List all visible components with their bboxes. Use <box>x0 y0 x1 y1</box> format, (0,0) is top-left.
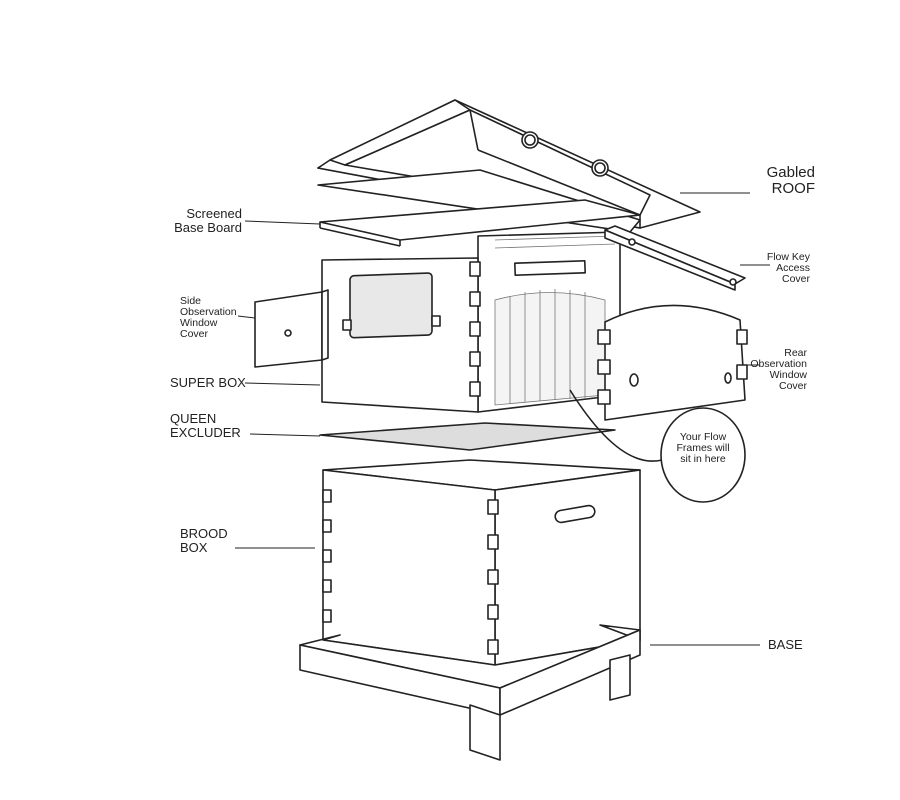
label-base: BASE <box>768 638 803 652</box>
label-line: Cover <box>180 328 209 341</box>
label-line: Observation <box>180 306 237 319</box>
label-line: Flow Key <box>766 251 810 263</box>
label-line: Window <box>769 369 807 382</box>
label-line: Cover <box>781 273 810 286</box>
label-line: ROOF <box>771 179 815 197</box>
label-line: Frames will <box>676 442 730 455</box>
label-screened-base-board: Screened Base Board <box>150 207 242 234</box>
flow-frames-callout <box>569 389 746 503</box>
label-line: sit in here <box>680 453 726 466</box>
label-line: Screened <box>186 206 242 221</box>
label-line: EXCLUDER <box>170 424 241 440</box>
side-observation-window-cover <box>254 289 329 368</box>
label-line: Your Flow <box>679 431 727 443</box>
super-box <box>321 231 621 413</box>
label-line: Access <box>776 262 810 275</box>
label-rear-observation-window-cover: Rear Observation Window Cover <box>745 347 807 393</box>
label-line: Rear <box>784 347 807 359</box>
label-brood-box: BROOD BOX <box>180 527 228 554</box>
hive-base <box>299 624 641 761</box>
label-line: Side <box>180 295 202 307</box>
rear-observation-window-cover <box>597 304 748 421</box>
label-line: BROOD <box>180 526 228 541</box>
label-line: QUEEN <box>170 411 217 426</box>
label-line: Base Board <box>174 219 242 235</box>
label-line: Window <box>180 317 218 330</box>
queen-excluder <box>319 422 616 451</box>
label-line: SUPER BOX <box>170 375 246 390</box>
label-queen-excluder: QUEEN EXCLUDER <box>170 412 241 439</box>
label-side-observation-window-cover: Side Observation Window Cover <box>180 295 250 341</box>
label-super-box: SUPER BOX <box>170 376 246 390</box>
brood-box <box>322 459 641 666</box>
label-flow-frames-callout: Your Flow Frames will sit in here <box>666 431 740 466</box>
gabled-roof <box>317 99 701 233</box>
label-line: BOX <box>180 539 208 555</box>
flow-key-access-cover <box>604 225 746 291</box>
leader-lines <box>235 192 770 646</box>
label-line: BASE <box>768 637 803 652</box>
label-line: Observation <box>750 358 807 371</box>
screened-base-board <box>319 199 641 247</box>
label-gabled-roof: Gabled ROOF <box>745 165 815 197</box>
label-flow-key-access-cover: Flow Key Access Cover <box>760 251 810 286</box>
label-line: Cover <box>778 380 807 393</box>
label-line: Gabled <box>766 164 815 181</box>
